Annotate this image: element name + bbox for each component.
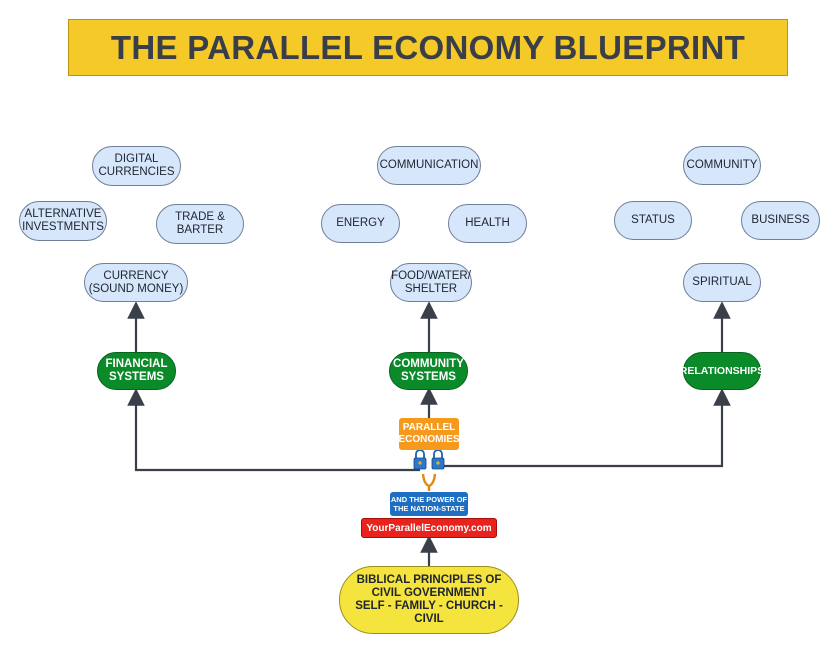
pillar-relationships: RELATIONSHIPS bbox=[680, 352, 764, 390]
node-food-water-shelter: FOOD/WATER/ SHELTER bbox=[390, 263, 472, 302]
padlock-icon bbox=[431, 449, 445, 470]
padlock-icon bbox=[413, 449, 427, 470]
page-title: THE PARALLEL ECONOMY BLUEPRINT bbox=[68, 19, 788, 76]
node-communication: COMMUNICATION bbox=[377, 146, 481, 185]
node-currency-sound-money: CURRENCY (SOUND MONEY) bbox=[84, 263, 188, 302]
node-trade-barter: TRADE & BARTER bbox=[156, 204, 244, 244]
node-business: BUSINESS bbox=[741, 201, 820, 240]
tag-website: YourParallelEconomy.com bbox=[361, 518, 497, 538]
branch-right bbox=[438, 388, 731, 468]
pillar-financial-systems: FINANCIAL SYSTEMS bbox=[97, 352, 176, 390]
tag-power-of-nation-state: AND THE POWER OF THE NATION-STATE bbox=[390, 492, 468, 516]
fork-connector-icon bbox=[421, 473, 437, 491]
node-alternative-investments: ALTERNATIVE INVESTMENTS bbox=[19, 201, 107, 241]
branch-left bbox=[127, 388, 420, 472]
node-health: HEALTH bbox=[448, 204, 527, 243]
node-spiritual: SPIRITUAL bbox=[683, 263, 761, 302]
node-status: STATUS bbox=[614, 201, 692, 240]
node-digital-currencies: DIGITAL CURRENCIES bbox=[92, 146, 181, 186]
node-energy: ENERGY bbox=[321, 204, 400, 243]
node-community: COMMUNITY bbox=[683, 146, 761, 185]
foundation-biblical-principles: BIBLICAL PRINCIPLES OF CIVIL GOVERNMENT … bbox=[339, 566, 519, 634]
pillar-community-systems: COMMUNITY SYSTEMS bbox=[389, 352, 468, 390]
tag-parallel-economies: PARALLEL ECONOMIES bbox=[398, 418, 460, 450]
